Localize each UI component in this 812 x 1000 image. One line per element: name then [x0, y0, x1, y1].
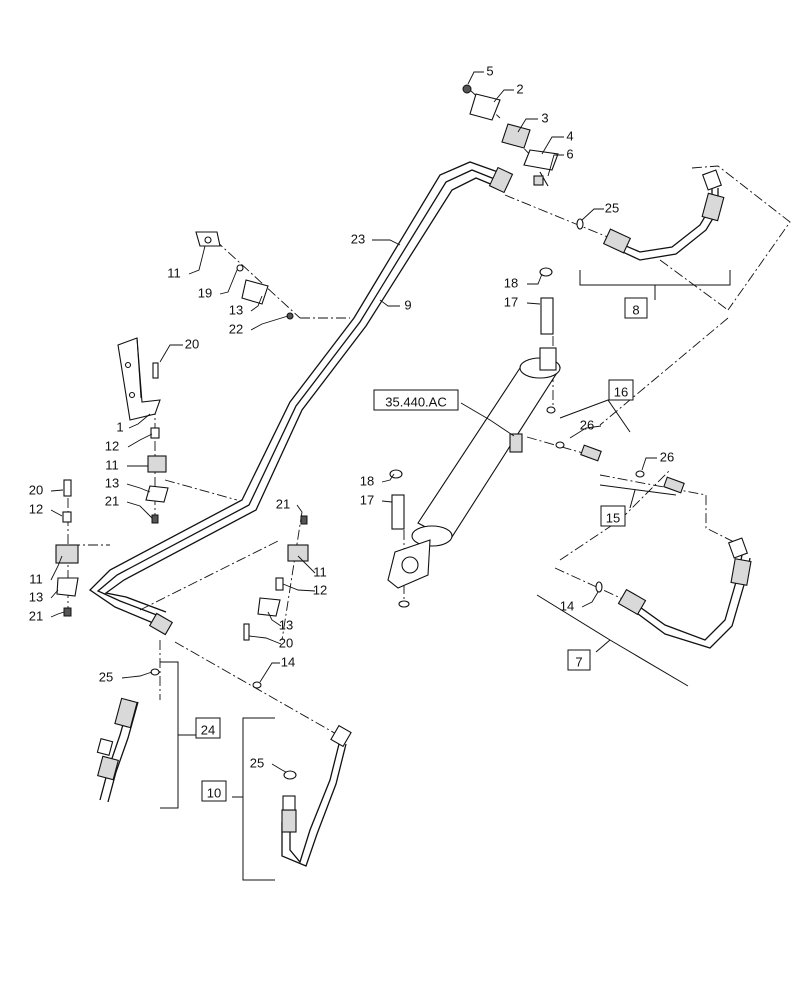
callout-c17b: 17	[360, 492, 374, 507]
tube-assembly	[88, 161, 514, 636]
hydraulic-cylinder	[387, 267, 562, 608]
assembly-dash-lines	[67, 89, 791, 736]
callout-c21c: 21	[29, 608, 43, 623]
leader-lines	[50, 71, 657, 773]
callout-c13c: 13	[29, 589, 43, 604]
callout-c17a: 17	[504, 294, 518, 309]
group-brackets	[160, 270, 731, 881]
left-clamp-set	[55, 479, 79, 617]
callout-c3: 3	[541, 110, 548, 125]
boxed-label-b15: 15	[606, 510, 620, 525]
callout-c1: 1	[116, 419, 123, 434]
callout-c11a: 11	[167, 265, 181, 280]
upper-left-clamp-set	[195, 231, 294, 320]
hose-24	[96, 697, 139, 803]
callout-c25b: 25	[99, 669, 113, 684]
callout-c21a: 21	[105, 493, 119, 508]
boxed-labels	[195, 297, 648, 802]
callout-c25c: 25	[250, 755, 264, 770]
callout-c22: 22	[229, 321, 243, 336]
callout-c18b: 18	[360, 473, 374, 488]
callout-c14a: 14	[560, 598, 574, 613]
callout-c14b: 14	[281, 654, 295, 669]
callout-c11c: 11	[313, 564, 327, 579]
callout-c20c: 20	[279, 635, 293, 650]
callout-c25a: 25	[605, 200, 619, 215]
callout-c20a: 20	[185, 336, 199, 351]
hose-7	[617, 537, 752, 649]
boxed-label-b10: 10	[207, 785, 221, 800]
callout-c26a: 26	[580, 417, 594, 432]
callout-c4: 4	[566, 128, 573, 143]
callout-c19: 19	[198, 285, 212, 300]
callout-c23: 23	[351, 231, 365, 246]
boxed-label-texts: 8 16 35.440.AC 15 7 24 10	[201, 302, 640, 800]
callout-c6: 6	[566, 146, 573, 161]
callout-c9: 9	[404, 297, 411, 312]
top-clamp-group	[462, 84, 559, 187]
boxed-label-b16: 16	[614, 384, 628, 399]
callout-c13d: 13	[279, 617, 293, 632]
callout-c12c: 12	[313, 582, 327, 597]
callout-c21b: 21	[276, 496, 290, 511]
callout-c11b: 11	[105, 457, 119, 472]
callout-c26b: 26	[660, 449, 674, 464]
boxed-label-b7: 7	[575, 654, 582, 669]
hose-10	[281, 724, 352, 867]
boxed-label-b8: 8	[632, 302, 639, 317]
center-clamp-set	[243, 515, 309, 641]
callout-c2: 2	[516, 81, 523, 96]
bracket-1	[117, 337, 169, 524]
callout-c12a: 12	[105, 438, 119, 453]
callout-c18a: 18	[504, 275, 518, 290]
callout-c5: 5	[486, 63, 493, 78]
boxed-label-b24: 24	[201, 722, 215, 737]
callout-c13b: 13	[105, 475, 119, 490]
boxed-label-b35: 35.440.AC	[385, 394, 446, 409]
fittings	[150, 218, 685, 780]
callout-c11d: 11	[29, 571, 43, 586]
hose-8	[602, 169, 725, 261]
callout-c20b: 20	[29, 482, 43, 497]
callout-c13a: 13	[229, 302, 243, 317]
callout-c12b: 12	[29, 501, 43, 516]
